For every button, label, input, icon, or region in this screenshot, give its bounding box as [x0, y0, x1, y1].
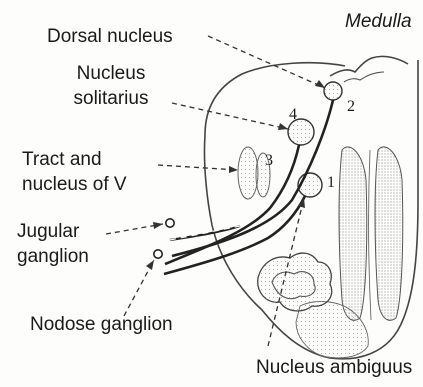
label-tract-v-line2: nucleus of V — [22, 173, 127, 196]
jugular-ganglion-dot — [166, 219, 174, 227]
dorsal-nucleus-circle — [324, 82, 342, 100]
label-nodose-ganglion: Nodose ganglion — [30, 313, 173, 336]
leader-nodose — [124, 260, 154, 316]
pyramid-left — [339, 147, 367, 320]
label-nucleus-ambiguus: Nucleus ambiguus — [256, 356, 412, 379]
arrow-dorsal-nucleus — [315, 80, 325, 88]
number-3: 3 — [265, 153, 273, 169]
number-2: 2 — [347, 99, 355, 115]
ventricle-inner-contour — [344, 72, 384, 82]
pyramid-groove — [369, 150, 371, 320]
pyramid-right — [375, 147, 403, 320]
arrow-nodose — [146, 260, 154, 270]
arrow-tract-v — [229, 166, 238, 173]
diagram-title: Medulla — [345, 10, 412, 33]
label-jugular-line2: ganglion — [17, 245, 89, 268]
number-4: 4 — [289, 107, 297, 123]
arrow-jugular — [153, 222, 163, 229]
fourth-ventricle-contour — [330, 56, 408, 76]
label-nucleus-solitarius-line1: Nucleus — [64, 62, 158, 85]
inferior-olive — [258, 253, 332, 311]
label-tract-v-line1: Tract and — [22, 148, 102, 171]
leader-nucleus-solitarius — [172, 103, 288, 129]
number-1: 1 — [327, 175, 335, 191]
tract-of-v — [238, 147, 258, 199]
label-jugular-line1: Jugular — [17, 220, 79, 243]
fiber-solitarius — [165, 145, 299, 264]
leader-tract-v — [158, 165, 238, 170]
label-nucleus-solitarius-line2: solitarius — [64, 87, 158, 110]
arrow-nucleus-solitarius — [278, 123, 288, 130]
nodose-ganglion-dot — [154, 250, 162, 258]
label-dorsal-nucleus: Dorsal nucleus — [47, 25, 173, 48]
